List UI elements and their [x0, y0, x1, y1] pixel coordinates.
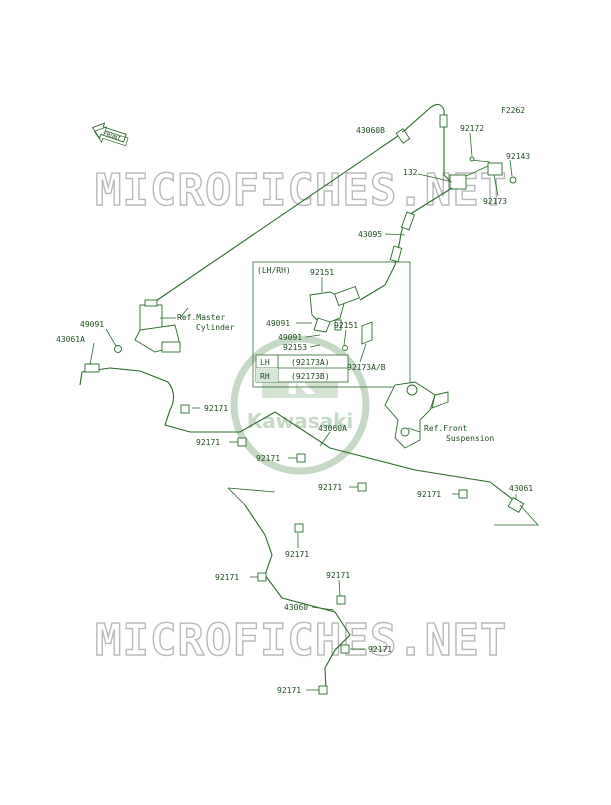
- clip-92171-icon: [180, 404, 468, 695]
- label-92143: 92143: [506, 152, 530, 161]
- part-labels: 43060B 92172 92143 132 92173 43095 92151…: [56, 124, 533, 695]
- label-92153: 92153: [283, 343, 307, 352]
- label-ref-master-1: Ref.Master: [177, 313, 225, 322]
- label-49091-b: 49091: [278, 333, 302, 342]
- watermark-bottom: MICROFICHES.NET: [95, 615, 507, 666]
- label-43061a: 43061A: [56, 335, 85, 344]
- inset-row-lh-side: LH: [260, 358, 270, 367]
- brake-line-43060a: [79, 367, 521, 506]
- front-suspension-knuckle: [384, 381, 449, 449]
- label-92171-8: 92171: [326, 571, 350, 580]
- label-92171-2: 92171: [196, 438, 220, 447]
- label-92172: 92172: [460, 124, 484, 133]
- label-43061: 43061: [509, 484, 533, 493]
- label-92171-4: 92171: [318, 483, 342, 492]
- label-92171-6: 92171: [285, 550, 309, 559]
- front-arrow-icon: FRONT: [91, 122, 129, 147]
- label-92171-7: 92171: [215, 573, 239, 582]
- inset-lh-rh: (LH/RH) LH (92173A) RH (92173B): [252, 261, 411, 388]
- label-92173ab: 92173A/B: [347, 363, 386, 372]
- label-92171-9: 92171: [368, 645, 392, 654]
- label-92151-b: 92151: [334, 321, 358, 330]
- brake-line-43060: [244, 504, 351, 691]
- label-43060: 43060: [284, 603, 308, 612]
- figure-code: F2262: [501, 106, 525, 115]
- label-92173: 92173: [483, 197, 507, 206]
- inset-title: (LH/RH): [257, 266, 291, 275]
- inset-row-rh-side: RH: [260, 372, 270, 381]
- label-132: 132: [403, 168, 418, 177]
- label-92171-3: 92171: [256, 454, 280, 463]
- label-92151-a: 92151: [310, 268, 334, 277]
- brake-hose-43060b: [149, 103, 453, 306]
- label-ref-front-2: Suspension: [446, 434, 494, 443]
- label-92171-5: 92171: [417, 490, 441, 499]
- label-49091-a: 49091: [266, 319, 290, 328]
- label-43060b: 43060B: [356, 126, 385, 135]
- watermark-top: MICROFICHES.NET: [95, 165, 507, 216]
- leader-lines: [89, 129, 517, 691]
- label-43060a: 43060A: [318, 424, 347, 433]
- label-92171-10: 92171: [277, 686, 301, 695]
- label-ref-master-2: Cylinder: [196, 323, 235, 332]
- label-ref-front-1: Ref.Front: [424, 424, 468, 433]
- upper-bracket: [435, 156, 517, 190]
- inset-row-rh-part: (92173B): [291, 372, 330, 381]
- label-43095: 43095: [358, 230, 382, 239]
- inset-row-lh-part: (92173A): [291, 358, 330, 367]
- label-92171-1: 92171: [204, 404, 228, 413]
- label-49091-left: 49091: [80, 320, 104, 329]
- master-cylinder: [114, 299, 181, 353]
